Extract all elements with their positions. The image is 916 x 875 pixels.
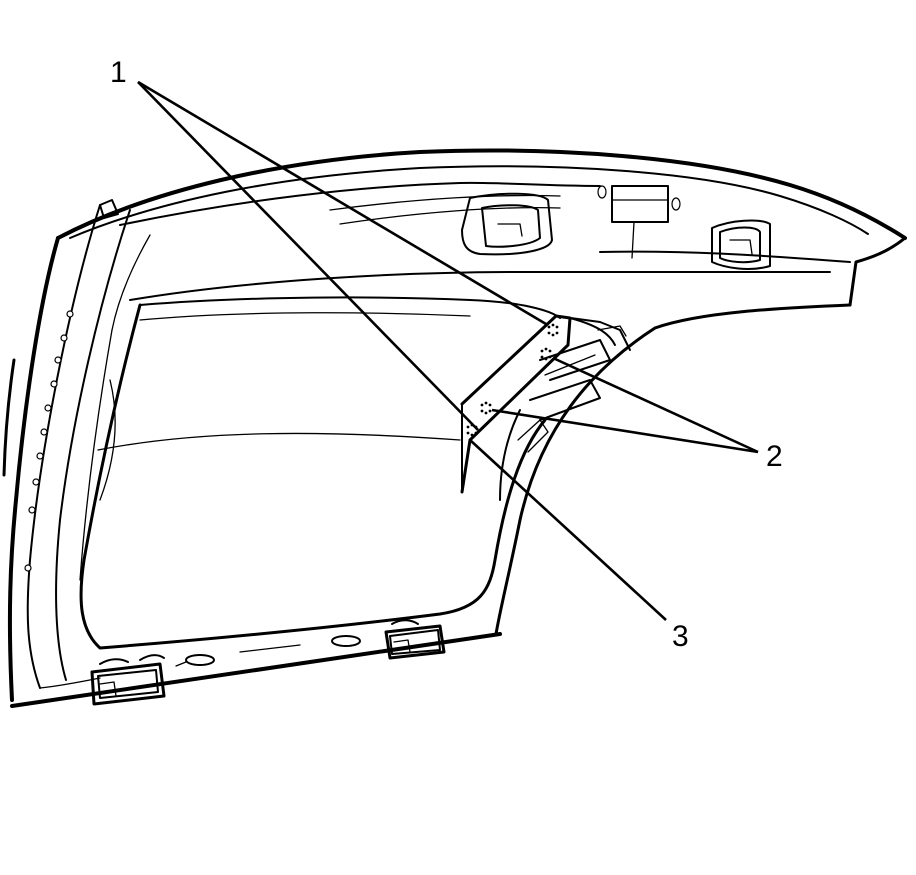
leader-line-3	[469, 439, 667, 621]
callout-3: 3	[672, 620, 689, 653]
retainer-clip	[540, 347, 552, 361]
callout-1: 1	[110, 56, 127, 89]
retainer-clip	[480, 401, 492, 415]
retainer-clip	[547, 323, 559, 337]
leader-line-2b	[491, 408, 759, 454]
pillar-trim-panel	[460, 314, 631, 501]
edge-holes	[24, 310, 74, 572]
leader-line-2a	[552, 356, 759, 454]
callout-labels: 1 2 3	[110, 56, 783, 653]
leader-line-1a	[137, 80, 547, 326]
callout-2: 2	[766, 440, 783, 473]
upper-trim-openings	[461, 185, 771, 270]
lower-hinges	[90, 619, 446, 706]
window-opening	[79, 296, 561, 650]
panel-retainer-clips	[466, 323, 559, 437]
leader-line-1b	[137, 81, 479, 431]
leader-lines	[137, 80, 759, 621]
